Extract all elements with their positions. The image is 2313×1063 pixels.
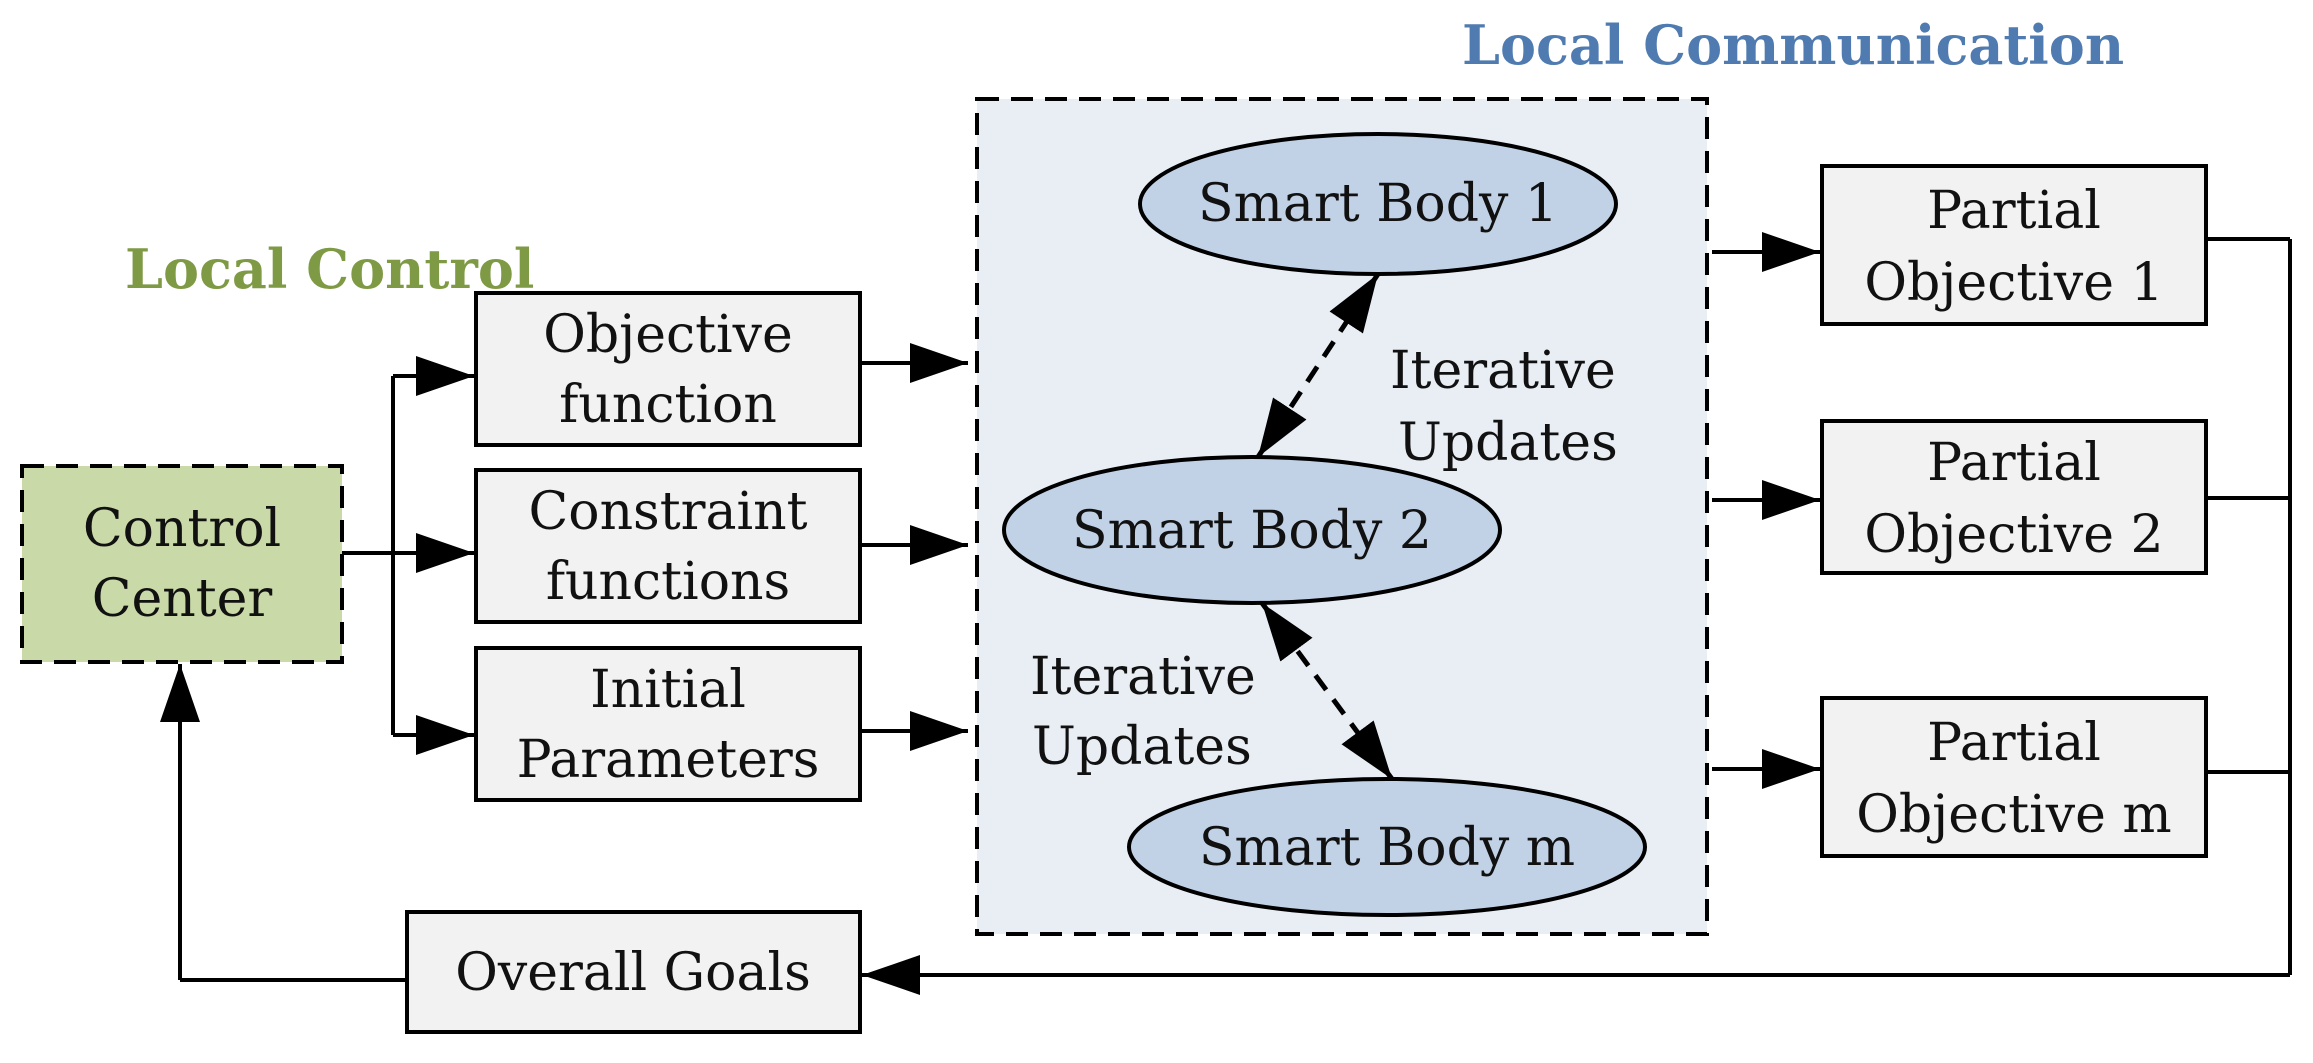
constraint-functions-node: Constraint functions <box>474 468 862 624</box>
partial-objective-m-line1: Partial <box>1927 713 2101 773</box>
control-to-inputs-connectors <box>342 356 474 755</box>
local-communication-title: Local Communication <box>1462 13 2124 77</box>
goals-to-control-connector <box>160 664 407 982</box>
smart-body-m-node: Smart Body m <box>1127 777 1647 917</box>
smart-body-1-node: Smart Body 1 <box>1138 132 1618 276</box>
partial-objective-m-node: Partial Objective m <box>1820 696 2208 858</box>
initial-parameters-line1: Initial <box>590 660 746 720</box>
partial-objective-1-line2: Objective 1 <box>1864 253 2163 313</box>
control-center-line1: Control <box>83 499 281 559</box>
iterative-updates-lower-line2: Updates <box>1032 717 1252 777</box>
inputs-to-region-connectors <box>860 343 968 751</box>
region-to-partial-objectives-connectors <box>1712 232 1820 789</box>
smart-body-2-label: Smart Body 2 <box>1072 501 1432 561</box>
iterative-arrow-lower <box>1259 601 1395 781</box>
constraint-functions-line2: functions <box>546 552 790 612</box>
control-center-line2: Center <box>92 569 273 629</box>
initial-parameters-line2: Parameters <box>517 730 820 790</box>
local-control-title: Local Control <box>125 237 534 301</box>
iterative-updates-lower-line1: Iterative <box>1030 647 1256 707</box>
overall-goals-label: Overall Goals <box>455 943 811 1003</box>
smart-body-m-label: Smart Body m <box>1199 818 1575 878</box>
partial-objective-m-line2: Objective m <box>1856 785 2171 845</box>
partial-objective-2-node: Partial Objective 2 <box>1820 419 2208 575</box>
smart-body-1-label: Smart Body 1 <box>1198 174 1558 234</box>
control-center-node: Control Center <box>20 464 344 664</box>
iterative-arrow-upper <box>1255 272 1381 459</box>
partial-objective-1-node: Partial Objective 1 <box>1820 164 2208 326</box>
objective-function-node: Objective function <box>474 291 862 447</box>
objective-function-line1: Objective <box>543 305 793 365</box>
feedback-connectors <box>862 237 2292 995</box>
partial-objective-2-line2: Objective 2 <box>1864 505 2163 565</box>
constraint-functions-line1: Constraint <box>528 482 807 542</box>
partial-objective-1-line1: Partial <box>1927 181 2101 241</box>
partial-objective-2-line1: Partial <box>1927 433 2101 493</box>
iterative-updates-upper-line2: Updates <box>1398 413 1618 473</box>
iterative-updates-upper-line1: Iterative <box>1390 341 1616 401</box>
overall-goals-node: Overall Goals <box>405 910 862 1034</box>
smart-body-2-node: Smart Body 2 <box>1002 455 1502 605</box>
objective-function-line2: function <box>559 375 777 435</box>
initial-parameters-node: Initial Parameters <box>474 646 862 802</box>
